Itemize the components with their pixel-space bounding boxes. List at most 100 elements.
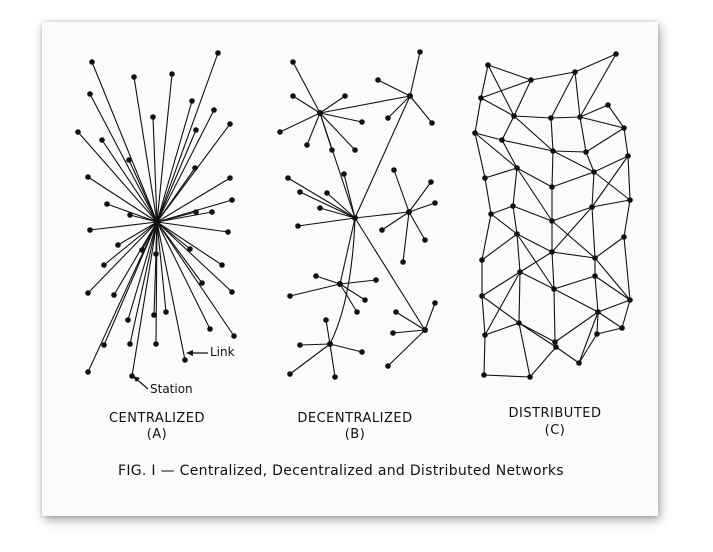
link xyxy=(578,333,598,364)
station xyxy=(375,77,381,83)
centralized-title: CENTRALIZED xyxy=(108,411,206,426)
link xyxy=(551,220,596,259)
station xyxy=(104,201,110,207)
link xyxy=(89,93,158,223)
station xyxy=(352,147,358,153)
link xyxy=(594,275,599,313)
station xyxy=(621,125,627,131)
link xyxy=(339,279,377,285)
link xyxy=(129,214,158,223)
link xyxy=(152,116,158,223)
link xyxy=(481,271,521,297)
link xyxy=(408,202,436,213)
station xyxy=(514,231,520,237)
link xyxy=(512,205,553,222)
station xyxy=(605,102,611,108)
link xyxy=(490,205,514,215)
centralized-network xyxy=(75,50,237,379)
link xyxy=(490,213,518,235)
link xyxy=(518,271,521,324)
station xyxy=(329,147,335,153)
station xyxy=(527,374,533,380)
link xyxy=(623,127,629,157)
station xyxy=(193,209,199,215)
link xyxy=(480,64,489,99)
link xyxy=(156,221,235,337)
station xyxy=(572,69,578,75)
link xyxy=(156,52,219,223)
link xyxy=(87,176,158,223)
station xyxy=(285,175,291,181)
link xyxy=(596,311,599,335)
link xyxy=(519,251,553,273)
station xyxy=(87,91,93,97)
link xyxy=(551,251,596,259)
link xyxy=(319,112,333,151)
link xyxy=(551,206,593,253)
station xyxy=(511,113,517,119)
station xyxy=(485,62,491,68)
link xyxy=(326,192,356,219)
link xyxy=(156,221,229,233)
link xyxy=(552,150,587,153)
station-label: Station xyxy=(150,382,193,396)
station xyxy=(85,174,91,180)
link xyxy=(89,221,158,231)
station xyxy=(169,71,175,77)
station xyxy=(551,286,557,292)
decentralized-letter: (B) xyxy=(344,427,366,442)
link xyxy=(325,319,331,345)
link xyxy=(128,159,158,223)
station xyxy=(592,273,598,279)
station xyxy=(227,175,233,181)
station xyxy=(379,227,385,233)
station xyxy=(373,277,379,283)
station xyxy=(362,297,368,303)
link xyxy=(513,115,554,152)
station xyxy=(627,297,633,303)
station xyxy=(342,93,348,99)
link xyxy=(329,343,363,353)
station xyxy=(332,374,338,380)
station xyxy=(428,179,434,185)
station xyxy=(101,342,107,348)
station xyxy=(131,74,137,80)
station xyxy=(297,189,303,195)
decentralized-title: DECENTRALIZED xyxy=(297,411,413,426)
link xyxy=(117,221,158,246)
station xyxy=(193,127,199,133)
station xyxy=(595,309,601,315)
station xyxy=(153,251,159,257)
link xyxy=(408,181,432,213)
link xyxy=(518,322,531,378)
link xyxy=(501,139,554,152)
station xyxy=(589,204,595,210)
link xyxy=(555,346,580,364)
station xyxy=(290,93,296,99)
link xyxy=(516,167,553,188)
link xyxy=(519,271,555,290)
link xyxy=(156,221,211,330)
link xyxy=(133,76,158,223)
link xyxy=(156,123,231,223)
link xyxy=(579,53,617,118)
station xyxy=(359,349,365,355)
station xyxy=(87,227,93,233)
link xyxy=(621,299,631,329)
link xyxy=(579,116,625,129)
link xyxy=(593,171,631,201)
link xyxy=(156,73,173,223)
station xyxy=(548,115,554,121)
link xyxy=(530,71,576,81)
link xyxy=(319,112,363,123)
station xyxy=(625,153,631,159)
station xyxy=(517,269,523,275)
station xyxy=(85,290,91,296)
link xyxy=(501,115,515,141)
station xyxy=(549,184,555,190)
station xyxy=(549,249,555,255)
station xyxy=(153,341,159,347)
link xyxy=(551,150,554,188)
link xyxy=(512,205,518,235)
station xyxy=(591,169,597,175)
